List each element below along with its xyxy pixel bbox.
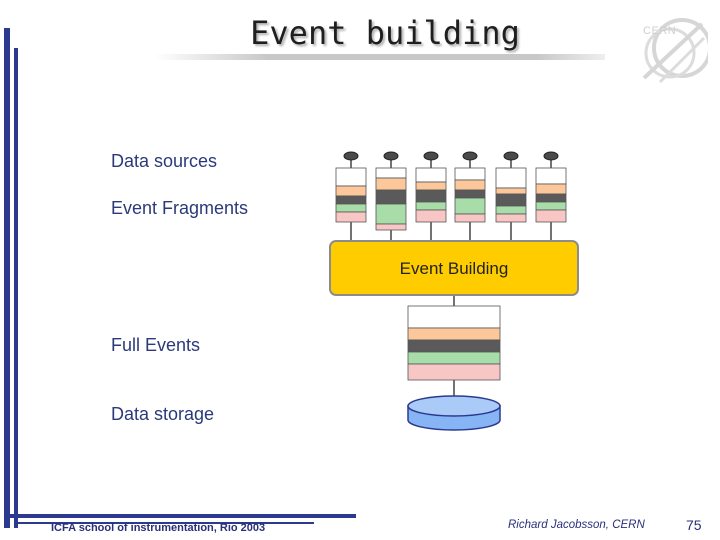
title-underline bbox=[155, 54, 605, 60]
fragment-5-5 bbox=[495, 213, 527, 223]
label-data-sources: Data sources bbox=[111, 151, 218, 171]
storage-group bbox=[407, 395, 501, 431]
label-full-events: Full Events bbox=[111, 335, 201, 355]
full-event-segment-5 bbox=[407, 363, 501, 381]
fragment-2-4 bbox=[375, 203, 407, 225]
fragment-5-1 bbox=[495, 167, 527, 189]
event-building-box bbox=[329, 240, 579, 296]
fragment-5-4 bbox=[495, 205, 527, 215]
source-node-3 bbox=[423, 151, 439, 161]
fragment-4-4 bbox=[454, 197, 486, 215]
fragment-2-5 bbox=[375, 223, 407, 231]
fragment-6-5 bbox=[535, 209, 567, 223]
fragment-6-1 bbox=[535, 167, 567, 185]
fragment-3-1 bbox=[415, 167, 447, 183]
slide-title: Event building bbox=[250, 14, 520, 52]
label-event-fragments: Event Fragments bbox=[111, 198, 249, 218]
fragment-5-2 bbox=[495, 187, 527, 195]
fragment-2-2 bbox=[375, 177, 407, 191]
cern-logo-icon bbox=[642, 18, 708, 84]
storage-cylinder-top bbox=[407, 395, 501, 417]
footer-school: ICFA school of instrumentation, Rio 2003 bbox=[51, 522, 266, 534]
full-event-segment-4 bbox=[407, 351, 501, 365]
label-data-storage: Data storage bbox=[111, 404, 215, 424]
fragment-4-3 bbox=[454, 189, 486, 199]
source-node-1 bbox=[343, 151, 359, 161]
fragment-6-3 bbox=[535, 193, 567, 203]
fragment-3-5 bbox=[415, 209, 447, 223]
fragment-4-2 bbox=[454, 179, 486, 191]
fragment-4-1 bbox=[454, 167, 486, 181]
full-event-segment-1 bbox=[407, 305, 501, 329]
fragment-4-5 bbox=[454, 213, 486, 223]
fragment-3-2 bbox=[415, 181, 447, 191]
bottom-accent-bar bbox=[4, 514, 356, 518]
fragment-3-4 bbox=[415, 201, 447, 211]
fragment-6-2 bbox=[535, 183, 567, 195]
source-node-4 bbox=[462, 151, 478, 161]
fragment-3-3 bbox=[415, 189, 447, 203]
fragment-1-2 bbox=[335, 185, 367, 197]
cern-logo-text: CERN bbox=[643, 25, 677, 37]
footer-author: Richard Jacobsson, CERN bbox=[508, 519, 645, 531]
page-number: 75 bbox=[686, 517, 702, 533]
bottom-accent-bar-thin bbox=[14, 522, 314, 524]
source-node-5 bbox=[503, 151, 519, 161]
fragment-2-3 bbox=[375, 189, 407, 205]
fragment-2-1 bbox=[375, 167, 407, 179]
left-accent-bar-thin bbox=[14, 48, 18, 528]
fragment-1-4 bbox=[335, 203, 367, 213]
source-node-2 bbox=[383, 151, 399, 161]
fragment-1-1 bbox=[335, 167, 367, 187]
data-sources-group bbox=[335, 151, 567, 240]
full-event-segment-2 bbox=[407, 327, 501, 341]
fragment-6-4 bbox=[535, 201, 567, 211]
fragment-1-5 bbox=[335, 211, 367, 223]
left-accent-bar bbox=[4, 28, 10, 528]
full-event-group bbox=[407, 296, 501, 398]
fragment-5-3 bbox=[495, 193, 527, 207]
full-event-segment-3 bbox=[407, 339, 501, 353]
fragment-1-3 bbox=[335, 195, 367, 205]
event-building-label: Event Building bbox=[399, 259, 509, 278]
source-node-6 bbox=[543, 151, 559, 161]
